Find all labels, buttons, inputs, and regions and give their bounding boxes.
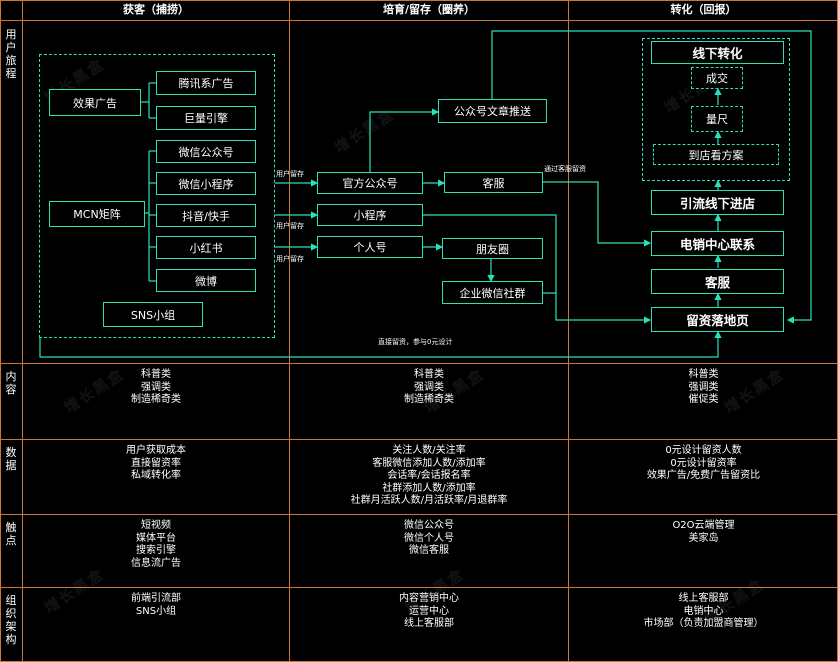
- content-item: 催促类: [688, 394, 719, 405]
- touchpoint-item: O2O云端管理: [672, 520, 735, 531]
- acquisition-channels-area: [39, 54, 275, 338]
- org-col2: 内容营销中心 运营中心 线上客服部: [290, 593, 568, 631]
- touchpoint-item: 搜索引擎: [136, 545, 176, 556]
- xiaohongshu-box: 小红书: [156, 236, 256, 259]
- tencent-ads-box: 腾讯系广告: [156, 71, 256, 95]
- org-item: 电销中心: [683, 605, 724, 617]
- org-col3: 线上客服部 电销中心 市场部（负责加盟商管理）: [569, 593, 838, 631]
- content-item: 科普类: [141, 369, 171, 380]
- sns-group-box: SNS小组: [103, 302, 203, 327]
- data-col1: 用户获取成本 直接留资率 私域转化率: [23, 445, 289, 483]
- content-col3: 科普类 强调类 催促类: [569, 369, 838, 407]
- column-header-convert: 转化（回报）: [670, 3, 737, 16]
- content-item: 强调类: [414, 381, 444, 393]
- retain-label-2: 用户留存: [276, 222, 304, 230]
- row-label-content: 内容: [5, 370, 17, 396]
- touchpoint-col3: O2O云端管理 美家岛: [569, 520, 838, 545]
- data-item: 0元设计留资人数: [665, 445, 742, 456]
- org-item: 运营中心: [409, 605, 449, 617]
- data-item: 社群月活跃人数/月活跃率/月退群率: [350, 495, 508, 506]
- measure-box: 量尺: [691, 106, 743, 132]
- data-item: 效果广告/免费广告留资比: [646, 470, 761, 481]
- org-col1: 前端引流部 SNS小组: [23, 593, 289, 618]
- retain-label-3: 用户留存: [276, 255, 304, 263]
- personal-account-box: 个人号: [317, 236, 423, 258]
- org-item: 市场部（负责加盟商管理）: [643, 618, 764, 629]
- store-visit-box: 到店看方案: [653, 144, 779, 165]
- telesales-box: 电销中心联系: [651, 231, 784, 256]
- official-account-box: 官方公众号: [317, 172, 423, 194]
- data-item: 私域转化率: [131, 470, 181, 481]
- data-item: 客服微信添加人数/添加率: [372, 457, 486, 469]
- data-item: 会话率/会话报名率: [387, 470, 471, 481]
- effect-ads-box: 效果广告: [49, 89, 141, 116]
- deal-box: 成交: [691, 67, 743, 89]
- wechat-oa-source-box: 微信公众号: [156, 140, 256, 163]
- content-item: 强调类: [141, 381, 171, 393]
- row-label-touchpoint: 触点: [5, 521, 17, 547]
- offline-conversion-box: 线下转化: [651, 41, 784, 64]
- org-item: 线上客服部: [404, 618, 454, 629]
- customer-service-mid-box: 客服: [444, 172, 543, 193]
- data-item: 关注人数/关注率: [392, 445, 466, 456]
- content-item: 科普类: [688, 369, 719, 380]
- touchpoint-item: 美家岛: [688, 532, 719, 544]
- org-item: 内容营销中心: [399, 593, 459, 604]
- weibo-box: 微博: [156, 269, 256, 292]
- content-item: 制造稀奇类: [404, 394, 454, 405]
- touchpoint-item: 短视频: [141, 520, 171, 531]
- data-item: 直接留资率: [131, 457, 181, 469]
- customer-service-right-box: 客服: [651, 269, 784, 294]
- moments-box: 朋友圈: [442, 238, 543, 259]
- content-item: 制造稀奇类: [131, 394, 181, 405]
- touchpoint-col1: 短视频 媒体平台 搜索引擎 信息流广告: [23, 520, 289, 570]
- row-label-data: 数据: [5, 446, 17, 472]
- douyin-kuaishou-box: 抖音/快手: [156, 204, 256, 227]
- data-col3: 0元设计留资人数 0元设计留资率 效果广告/免费广告留资比: [569, 445, 838, 483]
- content-col1: 科普类 强调类 制造稀奇类: [23, 369, 289, 407]
- column-header-acquire: 获客（捕捞）: [123, 3, 189, 16]
- data-item: 用户获取成本: [126, 445, 186, 456]
- mcn-matrix-box: MCN矩阵: [49, 201, 145, 227]
- touchpoint-item: 微信公众号: [404, 520, 454, 531]
- via-kefu-label: 通过客服留资: [544, 165, 586, 173]
- touchpoint-col2: 微信公众号 微信个人号 微信客服: [290, 520, 568, 558]
- content-col2: 科普类 强调类 制造稀奇类: [290, 369, 568, 407]
- touchpoint-item: 微信个人号: [404, 532, 454, 544]
- direct-lead-label: 直接留资，参与0元设计: [378, 338, 453, 346]
- content-item: 强调类: [688, 381, 719, 393]
- data-item: 社群添加人数/添加率: [382, 482, 476, 494]
- org-item: 前端引流部: [131, 593, 181, 604]
- column-header-nurture: 培育/留存（圈养）: [382, 3, 476, 16]
- touchpoint-item: 微信客服: [409, 545, 449, 556]
- mini-program-box: 小程序: [317, 204, 423, 226]
- row-label-journey: 用户旅程: [5, 28, 17, 80]
- content-item: 科普类: [414, 369, 444, 380]
- org-item: SNS小组: [135, 605, 177, 617]
- wecom-community-box: 企业微信社群: [442, 281, 543, 304]
- miniprogram-source-box: 微信小程序: [156, 172, 256, 195]
- row-label-org: 组织架构: [5, 594, 17, 646]
- data-item: 0元设计留资率: [670, 457, 737, 469]
- oa-article-push-box: 公众号文章推送: [438, 99, 547, 123]
- retain-label-1: 用户留存: [276, 170, 304, 178]
- touchpoint-item: 媒体平台: [136, 532, 176, 544]
- data-col2: 关注人数/关注率 客服微信添加人数/添加率 会话率/会话报名率 社群添加人数/添…: [290, 445, 568, 508]
- org-item: 线上客服部: [678, 593, 729, 604]
- lead-landing-page-box: 留资落地页: [651, 307, 784, 332]
- offline-store-box: 引流线下进店: [651, 190, 784, 215]
- touchpoint-item: 信息流广告: [131, 557, 181, 569]
- juliang-engine-box: 巨量引擎: [156, 106, 256, 130]
